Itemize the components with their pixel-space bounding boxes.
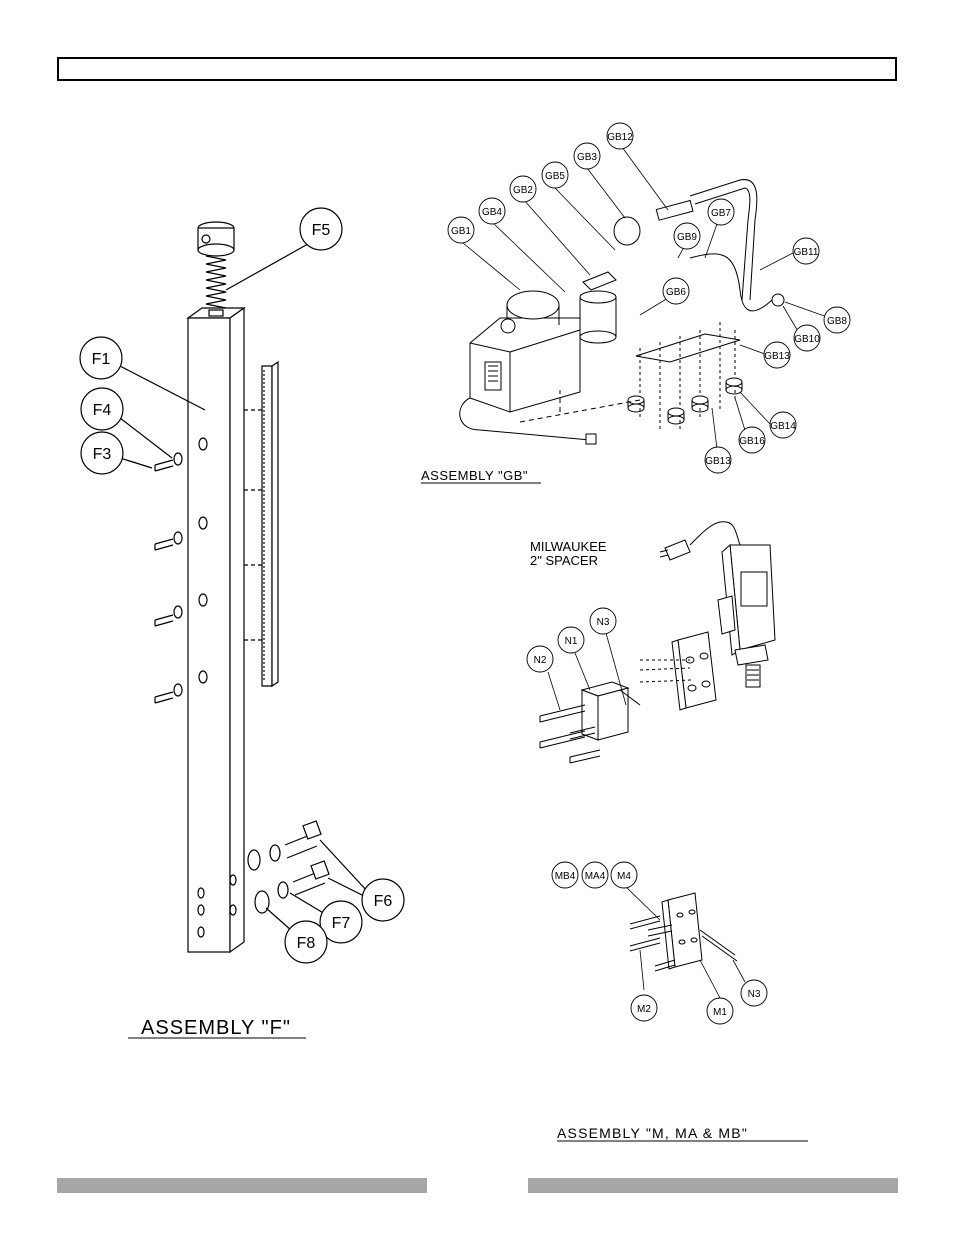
callout-n2: N2 — [534, 655, 547, 666]
callout-gb3: GB3 — [577, 152, 597, 163]
n-plate-part — [640, 632, 716, 710]
callout-gb12: GB12 — [607, 132, 633, 143]
m-plate-part — [662, 893, 737, 969]
callout-m4: M4 — [617, 871, 631, 882]
callout-n1: N1 — [565, 636, 578, 647]
callout-gb14: GB14 — [770, 421, 796, 432]
callout-n3: N3 — [597, 617, 610, 628]
callout-f7: F7 — [332, 915, 351, 932]
callout-gb13a: GB13 — [764, 351, 790, 362]
callout-gb1: GB1 — [451, 226, 471, 237]
callout-gb13b: GB13 — [705, 456, 731, 467]
callout-f8: F8 — [297, 935, 316, 952]
assembly-f-caption: ASSEMBLY "F" — [141, 1017, 291, 1039]
n-callout-labels: N2 N1 N3 — [534, 617, 610, 666]
assembly-m — [552, 862, 767, 1024]
callout-gb2: GB2 — [513, 185, 533, 196]
rack-part — [244, 362, 278, 686]
f1-column-part — [188, 308, 244, 952]
callout-gb6: GB6 — [666, 287, 686, 298]
callout-m1: M1 — [713, 1007, 727, 1018]
callout-f1: F1 — [92, 351, 111, 368]
callout-gb11: GB11 — [794, 247, 819, 258]
callout-m2: M2 — [637, 1004, 651, 1015]
m-callout-labels: MB4 MA4 M4 M2 M1 N3 — [555, 871, 761, 1018]
callout-mb4: MB4 — [555, 871, 576, 882]
f5-knob-part — [198, 222, 234, 308]
callout-gb8: GB8 — [827, 316, 847, 327]
callout-gb7: GB7 — [711, 208, 731, 219]
n-note-line1: MILWAUKEE — [530, 539, 607, 554]
gb-cylinder-part — [580, 217, 640, 343]
assembly-f — [80, 208, 404, 963]
assembly-gb-caption: ASSEMBLY "GB" — [421, 468, 528, 483]
assembly-m-caption: ASSEMBLY "M, MA & MB" — [557, 1125, 748, 1141]
footer-bar-right — [528, 1178, 898, 1193]
callout-gb10: GB10 — [794, 334, 820, 345]
callout-f6: F6 — [374, 893, 393, 910]
callout-gb9: GB9 — [677, 232, 697, 243]
callout-m-n3: N3 — [748, 989, 761, 1000]
n-spacer-part — [582, 682, 640, 740]
callout-f5: F5 — [312, 222, 331, 239]
callout-gb4: GB4 — [482, 207, 502, 218]
footer-bar-left — [57, 1178, 427, 1193]
callout-gb5: GB5 — [545, 171, 565, 182]
callout-f4: F4 — [93, 402, 112, 419]
callout-ma4: MA4 — [585, 871, 606, 882]
gb-motor-part — [460, 291, 596, 444]
callout-gb16: GB16 — [739, 436, 765, 447]
callout-f3: F3 — [93, 446, 112, 463]
n-note-line2: 2" SPACER — [530, 553, 598, 568]
